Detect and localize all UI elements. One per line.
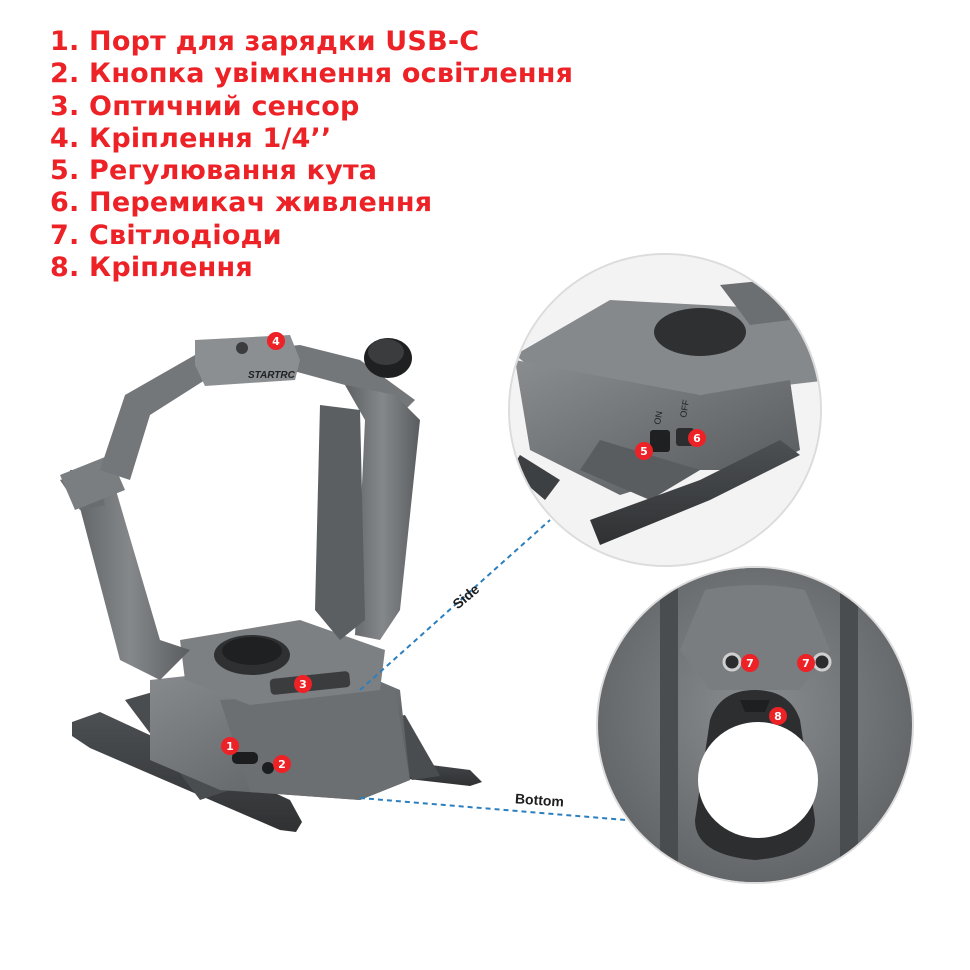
- svg-text:2: 2: [278, 758, 286, 771]
- side-callout-line: [359, 519, 551, 691]
- brand-logo: STARTRC: [248, 370, 296, 381]
- badge-4: 4: [267, 332, 285, 350]
- legend-item-mount: 8. Кріплення: [50, 252, 253, 284]
- left-arm: [70, 470, 190, 680]
- badge-8: 8: [769, 707, 787, 725]
- off-label: OFF: [678, 398, 691, 418]
- badge-5: 5: [635, 442, 653, 460]
- feature-legend: 1. Порт для зарядки USB-C 2. Кнопка увім…: [50, 26, 573, 284]
- legend-item-power-switch: 6. Перемикач живлення: [50, 187, 433, 219]
- svg-text:7: 7: [746, 657, 754, 670]
- svg-text:1: 1: [226, 740, 234, 753]
- legend-item-leds: 7. Світлодіоди: [50, 219, 282, 251]
- svg-text:7: 7: [802, 657, 810, 670]
- badge-3: 3: [294, 675, 312, 693]
- legend-item-usb-c-port: 1. Порт для зарядки USB-C: [50, 26, 480, 57]
- bottom-callout-line: [359, 797, 651, 823]
- upper-loop: [100, 345, 415, 480]
- bottom-zoom-view: [596, 566, 914, 884]
- legend-item-optical-sensor: 3. Оптичний сенсор: [50, 90, 360, 122]
- svg-text:3: 3: [299, 678, 307, 691]
- legend-item-light-button: 2. Кнопка увімкнення освітлення: [50, 58, 574, 90]
- legend-item-angle-adjust: 5. Регулювання кута: [50, 155, 378, 187]
- svg-text:6: 6: [693, 432, 701, 445]
- side-zoom-view: ON OFF: [508, 253, 822, 567]
- badge-7-right: 7: [797, 654, 815, 672]
- badge-1: 1: [221, 737, 239, 755]
- svg-text:4: 4: [272, 335, 280, 348]
- badge-2: 2: [273, 755, 291, 773]
- svg-text:8: 8: [774, 710, 782, 723]
- usb-c-port: [232, 752, 258, 764]
- badge-6: 6: [688, 429, 706, 447]
- mount-bore: [698, 722, 818, 838]
- badge-7-left: 7: [741, 654, 759, 672]
- light-button: [262, 762, 274, 774]
- svg-text:5: 5: [640, 445, 648, 458]
- main-device: STARTRC: [60, 335, 482, 832]
- on-label: ON: [652, 410, 664, 425]
- bottom-view-label: Bottom: [515, 790, 565, 809]
- legend-item-quarter-inch-mount: 4. Кріплення 1/4’’: [50, 122, 332, 154]
